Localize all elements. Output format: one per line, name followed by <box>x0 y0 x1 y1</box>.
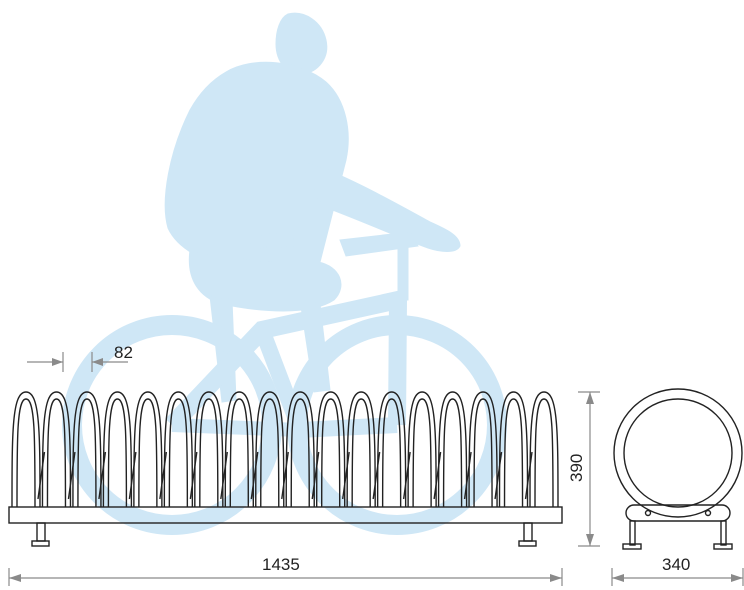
rack-loop <box>163 391 194 508</box>
cyclist-silhouette <box>164 12 461 403</box>
length-dimension: 1435 <box>8 555 563 586</box>
rack-loop <box>376 391 407 508</box>
rack-loop-inner <box>199 398 219 508</box>
rack-loop-inner <box>412 398 432 508</box>
rack-crossbar <box>524 451 533 500</box>
rack-crossbar <box>37 451 46 500</box>
rack-leg-right <box>518 522 537 547</box>
spacing-dimension: 82 <box>27 343 133 372</box>
rack-crossbar <box>159 451 168 500</box>
rack-loop <box>407 391 437 508</box>
rack-loop <box>255 391 285 508</box>
rack-loop-inner <box>260 398 280 508</box>
rack-crossbar <box>372 451 381 500</box>
rack-base <box>8 506 563 524</box>
depth-label: 340 <box>662 555 690 574</box>
rack-crossbar <box>402 451 411 500</box>
rack-crossbar <box>342 451 350 500</box>
rack-loop <box>316 391 346 508</box>
rack-crossbar <box>281 451 289 500</box>
rack-loop-inner <box>229 398 249 508</box>
height-label: 390 <box>567 454 586 482</box>
rack-loop-inner <box>321 398 341 508</box>
rack-crossbar <box>433 451 442 500</box>
height-dimension: 390 <box>567 391 600 547</box>
rack-loop <box>41 391 72 508</box>
rack-loop <box>468 391 498 508</box>
rack-loop-inner <box>46 398 67 508</box>
rack-loop-inner <box>16 398 36 508</box>
rack-loops <box>11 391 559 508</box>
rack-loop <box>72 391 102 508</box>
rack-loop <box>194 391 224 508</box>
rack-loop-inner <box>503 398 524 508</box>
rack-crossbar <box>220 451 228 500</box>
rack-crossbar <box>189 451 198 500</box>
bicycle-silhouette <box>62 288 507 535</box>
rack-loop <box>224 391 254 508</box>
spacing-label: 82 <box>114 343 133 362</box>
rack-loop <box>437 391 468 508</box>
rack-side-view <box>613 388 743 550</box>
rack-loop <box>133 391 163 508</box>
rack-crossbar <box>128 451 137 500</box>
rack-loop-inner <box>534 398 554 508</box>
rack-leg-left <box>31 522 50 547</box>
rack-loop <box>11 391 41 508</box>
rack-loop-inner <box>442 398 463 508</box>
rack-loop <box>529 391 559 508</box>
rack-loop <box>285 391 315 508</box>
rack-loop-inner <box>168 398 189 508</box>
rack-loop-inner <box>107 398 128 508</box>
rack-loop <box>498 391 529 508</box>
rack-loop-inner <box>351 398 371 508</box>
rack-loop-inner <box>77 398 97 508</box>
rack-loop-inner <box>473 398 493 508</box>
rack-loop-inner <box>381 398 402 508</box>
length-label: 1435 <box>262 555 300 574</box>
rack-loop <box>102 391 133 508</box>
rack-loop-inner <box>138 398 158 508</box>
depth-dimension: 340 <box>611 555 744 586</box>
rack-loop <box>346 391 376 508</box>
rack-loop-inner <box>290 398 310 508</box>
